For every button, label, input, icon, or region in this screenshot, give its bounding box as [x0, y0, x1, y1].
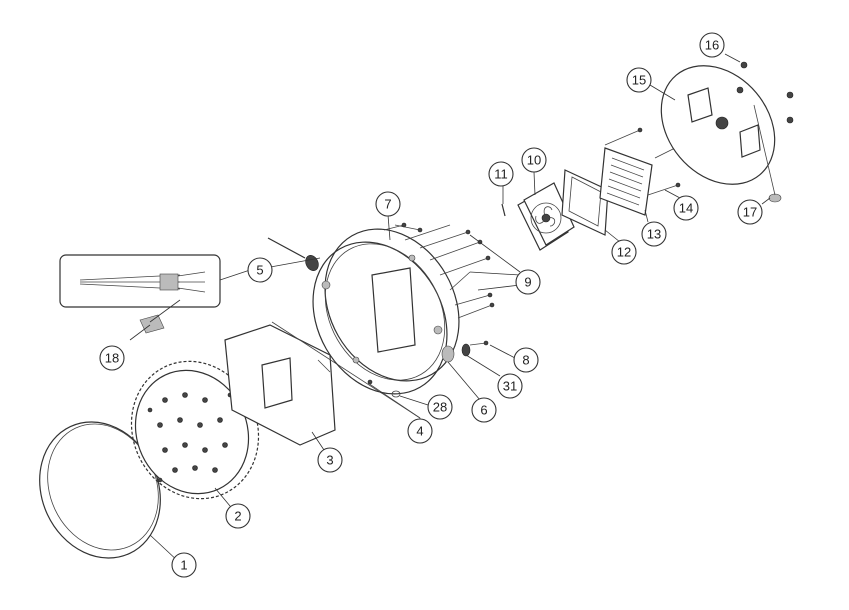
callout-11-label: 11	[494, 167, 508, 182]
callout-16: 16	[699, 32, 725, 58]
callout-18-label: 18	[105, 351, 119, 366]
callout-17: 17	[737, 199, 763, 225]
callout-9: 9	[515, 269, 541, 295]
callout-11: 11	[488, 161, 514, 187]
callout-14-label: 14	[679, 201, 693, 216]
part-o-ring	[461, 343, 471, 357]
part-reflector-plate	[224, 324, 336, 446]
callout-13: 13	[641, 221, 667, 247]
part-grille	[599, 147, 653, 216]
callout-5-label: 5	[256, 263, 263, 278]
callout-6: 6	[471, 397, 497, 423]
part-connector-inset	[59, 254, 251, 308]
part-screws	[383, 222, 495, 346]
callout-12-label: 12	[617, 245, 631, 260]
part-mounting-rods	[271, 321, 421, 419]
part-back-cover	[660, 65, 776, 185]
callout-7-label: 7	[384, 197, 391, 212]
callout-15-label: 15	[632, 73, 646, 88]
callout-3-label: 3	[326, 453, 333, 468]
part-pin	[501, 203, 506, 217]
callout-4: 4	[407, 418, 433, 444]
callout-7: 7	[375, 191, 401, 217]
callout-1: 1	[171, 552, 197, 578]
callout-2-label: 2	[234, 509, 241, 524]
callout-31: 31	[497, 373, 523, 399]
callout-3: 3	[317, 447, 343, 473]
callout-1-label: 1	[180, 558, 187, 573]
callout-16-label: 16	[705, 38, 719, 53]
callout-14: 14	[673, 195, 699, 221]
part-led-heatsink	[130, 360, 260, 500]
callout-28: 28	[427, 394, 453, 420]
callout-8-label: 8	[522, 353, 529, 368]
part-fan	[517, 182, 575, 251]
callout-4-label: 4	[416, 424, 423, 439]
callout-17-label: 17	[743, 205, 757, 220]
callout-6-label: 6	[480, 403, 487, 418]
callout-10: 10	[521, 147, 547, 173]
part-gasket	[561, 169, 609, 236]
part-cap	[753, 104, 782, 203]
callout-8: 8	[513, 347, 539, 373]
part-cover-screws	[736, 61, 794, 124]
callout-9-label: 9	[524, 275, 531, 290]
callout-12: 12	[611, 239, 637, 265]
part-housing	[312, 228, 460, 395]
callout-5: 5	[247, 257, 273, 283]
callout-18: 18	[99, 345, 125, 371]
callout-31-label: 31	[503, 379, 517, 394]
part-washer	[391, 390, 401, 398]
callout-15: 15	[626, 67, 652, 93]
callout-10-label: 10	[527, 153, 541, 168]
part-cable	[267, 237, 319, 271]
callout-13-label: 13	[647, 227, 661, 242]
callout-2: 2	[225, 503, 251, 529]
part-cable-gland	[441, 345, 455, 363]
callout-28-label: 28	[433, 400, 447, 415]
leader-lines	[129, 53, 771, 564]
